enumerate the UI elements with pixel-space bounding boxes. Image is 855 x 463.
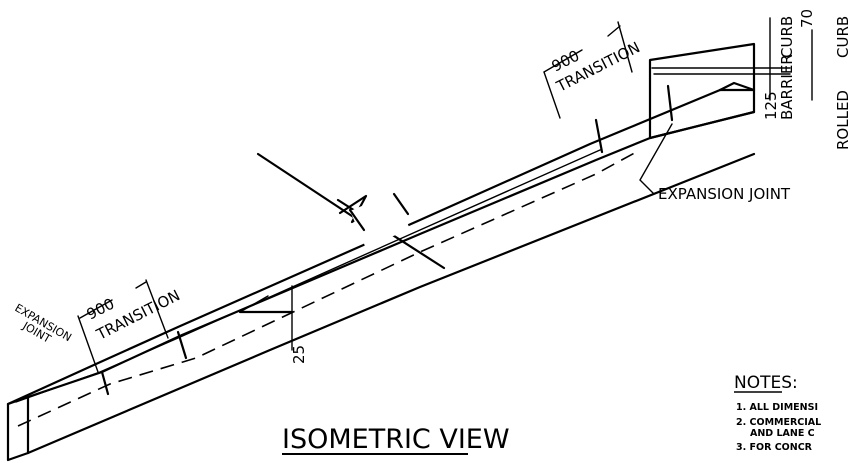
break-line-upper [256, 152, 360, 222]
dim-ext-left-bottom [77, 315, 99, 373]
joint-lines [77, 17, 813, 396]
curb-bottom-edge [26, 152, 756, 455]
depression-dim-label: 25 [290, 345, 308, 364]
dim-ext-left-top [543, 71, 561, 119]
note-2-continued: AND LANE C [750, 428, 815, 439]
expansion-joint-right-label: EXPANSION JOINT [658, 185, 791, 203]
left-transition-end-line [176, 330, 188, 360]
dim-arrow-top-right [607, 25, 621, 37]
barrier-dim-label: 125 [762, 91, 780, 120]
note-2: 2. COMMERCIAL [736, 417, 821, 428]
note-3: 3. FOR CONCR [736, 442, 813, 453]
left-joint-line [100, 370, 110, 396]
right-joint-line [666, 84, 674, 122]
curb-top-back-edge [6, 88, 722, 406]
depression-diag [239, 295, 269, 313]
rolled-dim-label: 70 [798, 9, 816, 28]
expansion-joint-leader [639, 123, 673, 195]
curb-body [6, 42, 756, 462]
rolled-text-2: CURB [834, 16, 852, 58]
rolled-text-1: ROLLED [834, 90, 852, 150]
dim-ext-right-top [617, 21, 633, 73]
note-1: 1. ALL DIMENSI [736, 402, 818, 413]
curb-hidden-line [17, 149, 641, 427]
notes-heading: NOTES: [734, 373, 798, 393]
curb-middle-line [15, 149, 601, 403]
dim-ext-right-bottom [145, 279, 169, 339]
right-transition-start-line [594, 118, 604, 154]
break-tick-right [392, 192, 410, 216]
barrier-text-2: CURB [778, 16, 796, 58]
barrier-text-1: BARRIER [778, 54, 796, 120]
break-tick-left [348, 208, 366, 232]
curb-top-front-edge [26, 110, 756, 399]
dim-arrow-bottom-left [79, 299, 113, 319]
dim-arrow-bottom-right [135, 281, 147, 289]
dim-arrow-top-left [543, 49, 583, 73]
drawing-title: ISOMETRIC VIEW [282, 424, 510, 455]
curb-end-face [6, 395, 30, 462]
curb-far-back-edge [718, 81, 756, 92]
break-symbol [256, 152, 446, 270]
curb-right-end-face [648, 42, 756, 140]
